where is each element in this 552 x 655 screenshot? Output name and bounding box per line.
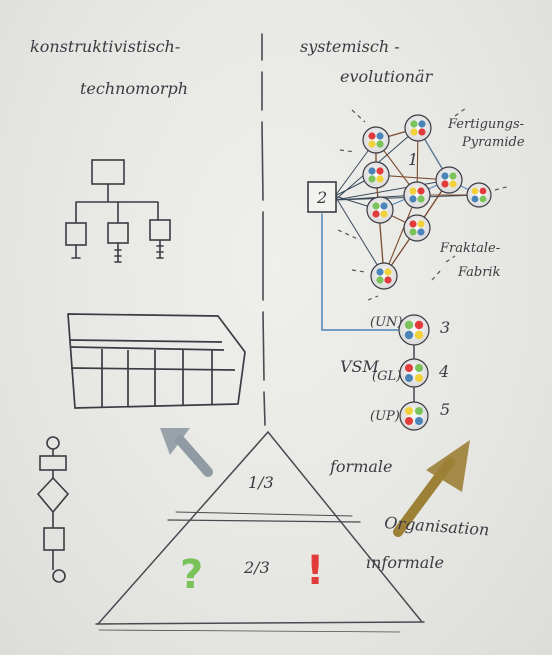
center-divider <box>261 33 266 426</box>
org-chart <box>65 159 171 263</box>
vsm-number-3: 3 <box>440 318 450 337</box>
vsm-node-4 <box>399 358 429 388</box>
exclamation-mark: ! <box>306 548 324 594</box>
label-fractal-line2: Fabrik <box>457 265 501 280</box>
pyramid <box>95 431 425 633</box>
org-chart-child-box <box>107 222 129 244</box>
network-node <box>403 214 431 242</box>
network-node <box>366 196 394 224</box>
vsm-number-5: 5 <box>440 400 450 419</box>
pyramid-top-fraction: 1/3 <box>248 473 274 492</box>
fractal-boundary <box>337 107 511 301</box>
assembly-block <box>67 313 246 409</box>
network-inner-number: 1 <box>408 150 418 169</box>
label-pyramid-line1: Fertigungs- <box>447 117 524 132</box>
flowchart-end <box>52 569 66 583</box>
flowchart <box>36 436 70 583</box>
org-chart-root-box <box>91 159 125 185</box>
label-pyramid-line2: Pyramide <box>461 135 525 150</box>
pyramid-bottom-fraction: 2/3 <box>243 558 270 577</box>
right-heading-line2: evolutionär <box>340 67 434 86</box>
vsm-node-3 <box>398 314 430 346</box>
label-formal: formale <box>329 457 393 476</box>
network-node <box>403 181 431 209</box>
label-fractal-line1: Fraktale- <box>439 241 500 256</box>
label-vsm: VSM <box>340 357 380 376</box>
network-node <box>404 114 432 142</box>
network-node <box>435 166 463 194</box>
flowchart-start <box>46 436 60 450</box>
vsm-number-4: 4 <box>438 362 449 381</box>
label-informal: informale <box>366 553 444 572</box>
left-heading-line1: konstruktivistisch- <box>30 37 180 56</box>
gray-arrow <box>160 428 213 477</box>
question-mark: ? <box>180 552 203 598</box>
org-chart-child-box <box>149 219 171 241</box>
flowchart-decision <box>36 476 70 514</box>
flowchart-step <box>39 455 67 471</box>
right-heading-line1: systemisch - <box>300 37 400 56</box>
label-level-un: (UN) <box>370 315 402 330</box>
network-node <box>370 262 398 290</box>
network-node <box>362 126 390 154</box>
brown-arrow <box>393 440 470 537</box>
network-node <box>362 161 390 189</box>
flowchart-step <box>43 527 65 551</box>
left-heading-line2: technomorph <box>80 79 188 98</box>
label-level-up: (UP) <box>370 409 400 424</box>
network-box-2 <box>307 181 337 213</box>
network-node <box>466 182 492 208</box>
label-vsm-sub: (GL) <box>372 369 401 384</box>
vsm-node-5 <box>399 401 429 431</box>
network-box-2-label: 2 <box>316 188 327 207</box>
org-chart-child-box <box>65 222 87 246</box>
